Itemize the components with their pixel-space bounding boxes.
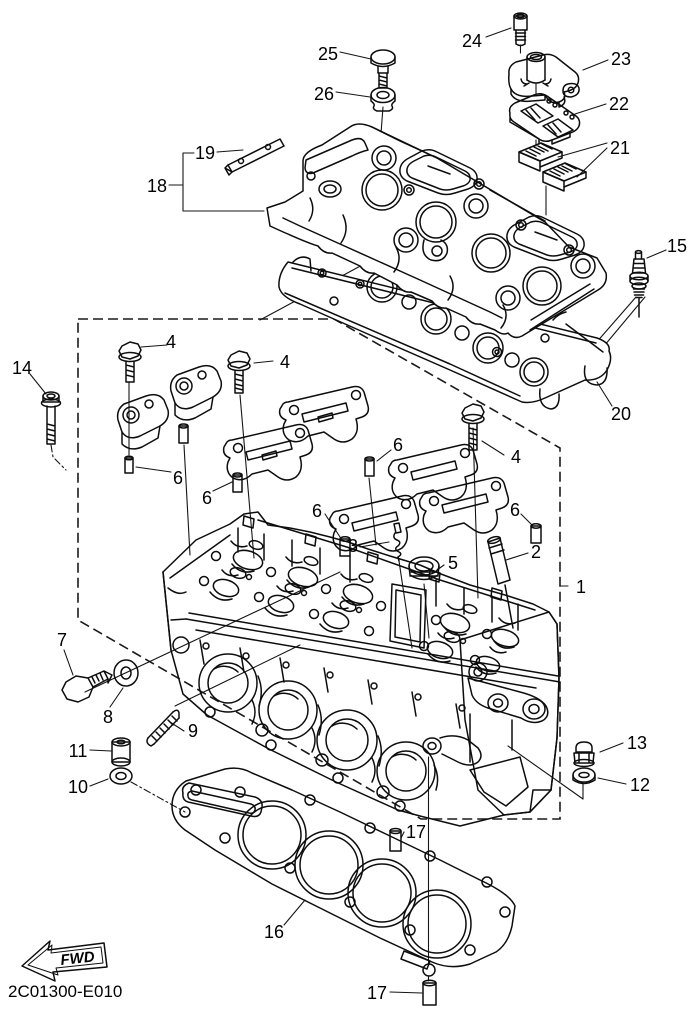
svg-text:19: 19 [195,143,215,163]
svg-text:6: 6 [510,500,520,520]
svg-text:15: 15 [667,236,687,256]
svg-text:26: 26 [314,84,334,104]
svg-text:14: 14 [12,358,32,378]
svg-text:17: 17 [406,822,426,842]
svg-text:3: 3 [348,536,358,556]
svg-text:22: 22 [609,94,629,114]
svg-text:2C01300-E010: 2C01300-E010 [8,982,122,1001]
svg-text:20: 20 [611,404,631,424]
svg-text:6: 6 [312,501,322,521]
svg-text:6: 6 [202,488,212,508]
svg-text:13: 13 [627,733,647,753]
svg-text:24: 24 [462,31,482,51]
svg-text:25: 25 [318,44,338,64]
svg-text:8: 8 [103,707,113,727]
svg-text:FWD: FWD [60,948,96,968]
svg-text:4: 4 [166,332,176,352]
svg-text:23: 23 [611,49,631,69]
svg-text:7: 7 [57,630,67,650]
svg-text:4: 4 [511,447,521,467]
svg-text:6: 6 [393,435,403,455]
svg-text:17: 17 [367,983,387,1003]
svg-text:11: 11 [69,741,88,761]
svg-text:6: 6 [173,468,183,488]
svg-text:18: 18 [147,176,167,196]
svg-text:2: 2 [531,542,541,562]
svg-text:4: 4 [280,352,290,372]
svg-text:21: 21 [610,138,630,158]
svg-text:9: 9 [188,721,198,741]
svg-text:1: 1 [576,577,586,597]
svg-text:5: 5 [448,553,458,573]
svg-text:10: 10 [68,777,88,797]
svg-text:12: 12 [630,775,650,795]
svg-text:16: 16 [264,922,284,942]
